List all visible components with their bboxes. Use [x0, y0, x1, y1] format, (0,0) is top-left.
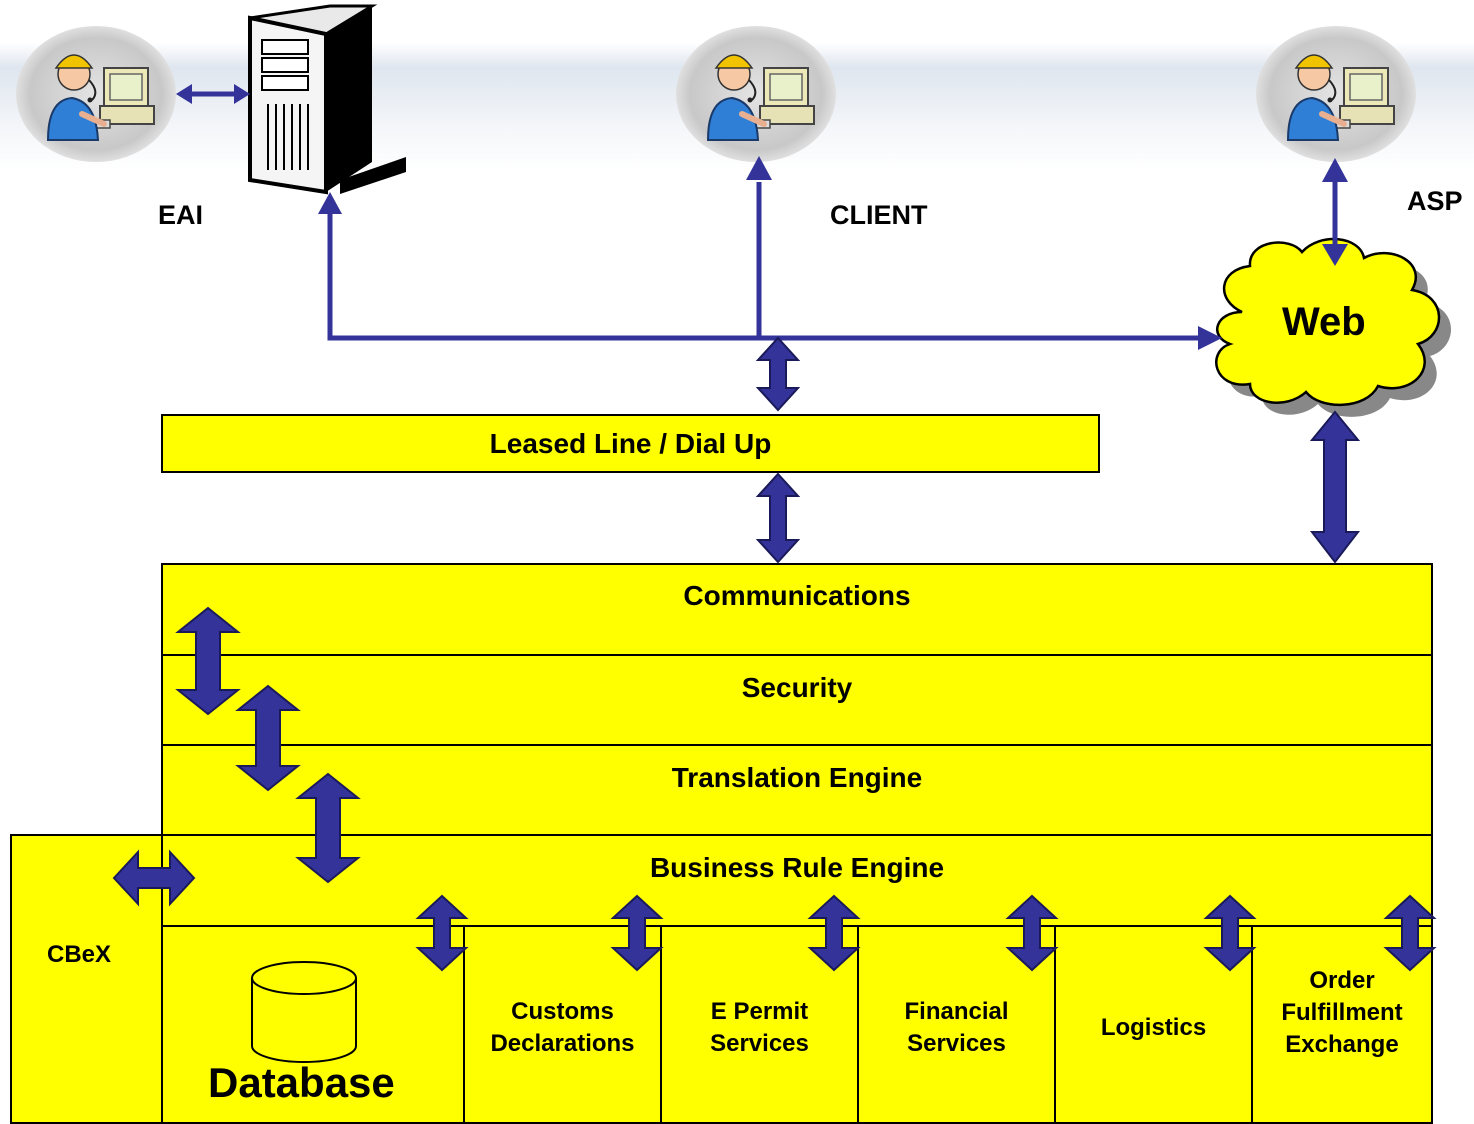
- double-arrow-icon: [807, 894, 861, 972]
- layer-label: Business Rule Engine: [649, 852, 945, 883]
- database-label: Database: [208, 1059, 395, 1106]
- layer-label: Communications: [683, 580, 911, 611]
- web-cloud-icon: [1215, 237, 1452, 417]
- arrowhead-left-icon: [176, 84, 192, 104]
- module-label: Order Fulfillment Exchange: [1281, 966, 1403, 1058]
- double-arrow-icon: [1005, 894, 1059, 972]
- asp-label: ASP: [1407, 186, 1463, 216]
- eai-label: EAI: [158, 200, 204, 230]
- arrowhead-up-icon: [318, 192, 342, 214]
- double-arrow-icon: [295, 772, 361, 884]
- eai-user-icon: [16, 26, 176, 162]
- connector-arrowheads: [176, 84, 1348, 350]
- module-label: E Permit Services: [710, 997, 809, 1057]
- double-arrow-icon: [1309, 410, 1361, 564]
- module-label: Customs Declarations: [490, 997, 635, 1057]
- arrowhead-right-icon: [234, 84, 250, 104]
- arrowhead-down-icon: [1322, 244, 1348, 266]
- layer-label: Translation Engine: [671, 762, 923, 793]
- double-arrow-icon: [755, 336, 801, 412]
- double-arrow-icon: [1203, 894, 1257, 972]
- layer-business-rule-engine: Business Rule Engine: [161, 834, 1433, 927]
- client-label: CLIENT: [830, 200, 928, 230]
- double-arrow-icon: [610, 894, 664, 972]
- database-icon: [251, 961, 357, 1063]
- module-label: Financial Services: [904, 997, 1009, 1057]
- double-arrow-icon: [415, 894, 469, 972]
- layer-label: Security: [741, 672, 853, 703]
- cbex-label: CBeX: [47, 941, 112, 968]
- double-arrow-icon: [112, 849, 196, 907]
- asp-user-icon: [1256, 26, 1416, 162]
- module-label: Logistics: [1100, 1013, 1207, 1041]
- leased-line-box: Leased Line / Dial Up: [161, 414, 1100, 473]
- server-icon: [248, 4, 406, 195]
- layer-translation-engine: Translation Engine: [161, 744, 1433, 836]
- double-arrow-icon: [1383, 894, 1437, 972]
- web-label: Web: [1282, 300, 1366, 344]
- double-arrow-icon: [755, 472, 801, 564]
- client-user-icon: [676, 26, 836, 162]
- double-arrow-icon: [175, 606, 241, 716]
- module-financial-services: Financial Services: [857, 925, 1056, 1124]
- arrowhead-right-icon: [1198, 326, 1222, 350]
- leased-line-label: Leased Line / Dial Up: [489, 427, 772, 459]
- arrowhead-up-icon: [746, 156, 772, 180]
- double-arrow-icon: [235, 684, 301, 792]
- arrowhead-up-icon: [1322, 158, 1348, 182]
